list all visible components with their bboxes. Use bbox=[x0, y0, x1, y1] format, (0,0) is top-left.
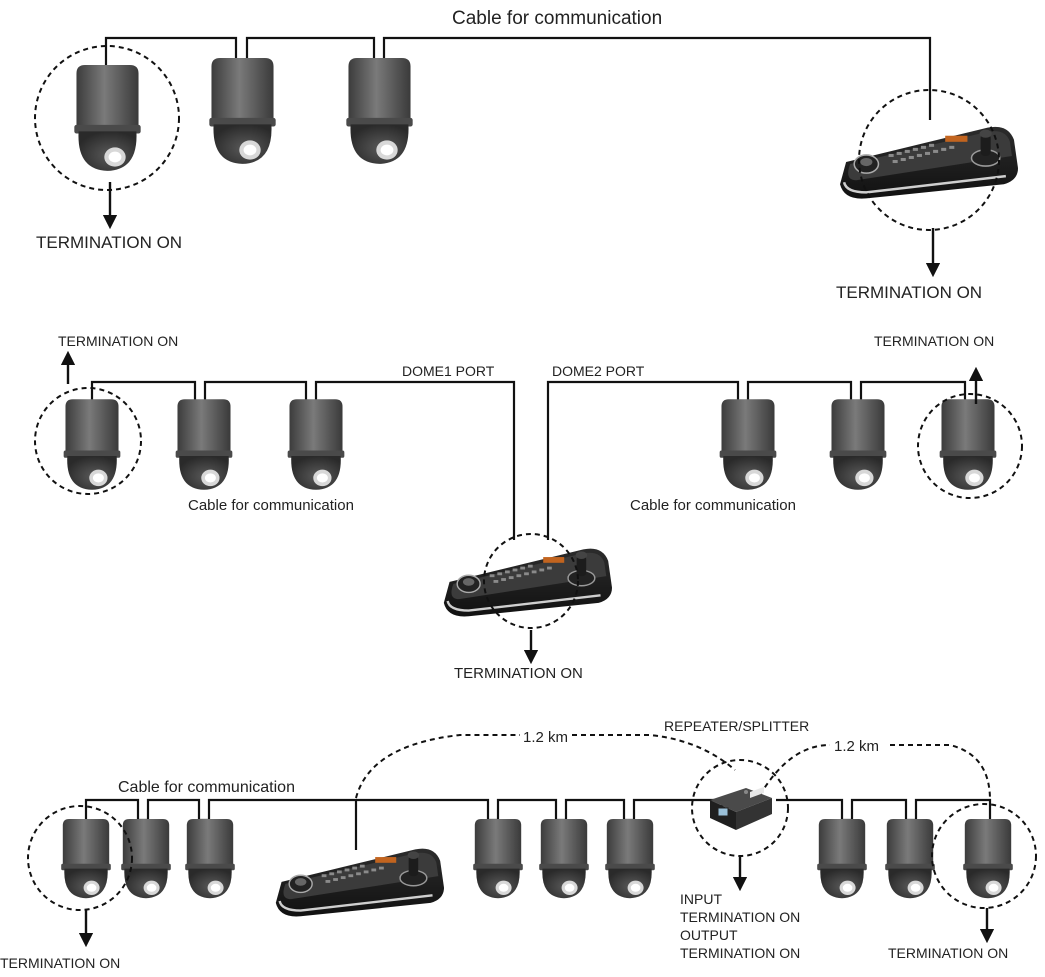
section-3: 1.2 km 1.2 km REPEATER/SPLITTER Cable fo… bbox=[0, 718, 1037, 971]
cable-label: Cable for communication bbox=[118, 779, 295, 796]
dome1-cable bbox=[90, 380, 516, 540]
repeater-note-1: INPUT bbox=[680, 891, 722, 907]
dome-camera-icon bbox=[74, 65, 141, 171]
dome-camera-icon bbox=[209, 58, 276, 164]
distance-label-left: 1.2 km bbox=[523, 729, 568, 746]
distance-arc-right bbox=[759, 744, 991, 801]
distance-label-right: 1.2 km bbox=[834, 738, 879, 755]
repeater-note-2: TERMINATION ON bbox=[680, 909, 800, 925]
repeater-splitter-icon bbox=[709, 786, 773, 831]
dome2-port-label: DOME2 PORT bbox=[552, 363, 645, 379]
termination-label: TERMINATION ON bbox=[454, 665, 583, 682]
termination-label: TERMINATION ON bbox=[0, 955, 120, 971]
controller-keyboard-icon bbox=[838, 125, 1018, 200]
dome-camera-icon bbox=[963, 819, 1013, 899]
termination-label: TERMINATION ON bbox=[888, 945, 1008, 961]
dome-camera-icon bbox=[719, 399, 777, 490]
dome-camera-icon bbox=[473, 819, 523, 899]
repeater-note-4: TERMINATION ON bbox=[680, 945, 800, 961]
termination-label: TERMINATION ON bbox=[36, 233, 182, 252]
dome1-port-label: DOME1 PORT bbox=[402, 363, 495, 379]
termination-label: TERMINATION ON bbox=[874, 333, 994, 349]
dome-camera-icon bbox=[175, 399, 233, 490]
termination-circle bbox=[858, 89, 1000, 231]
dome-camera-icon bbox=[185, 819, 235, 899]
dome-camera-icon bbox=[885, 819, 935, 899]
section-1: Cable for communication TERMINATION ON T… bbox=[34, 8, 1018, 302]
termination-circle bbox=[917, 393, 1023, 499]
cable-to-keyboard bbox=[84, 798, 358, 850]
dome-camera-icon bbox=[829, 399, 887, 490]
cable-label-1: Cable for communication bbox=[452, 8, 662, 29]
termination-label: TERMINATION ON bbox=[58, 333, 178, 349]
cable-to-repeater bbox=[356, 798, 724, 822]
dome-camera-icon bbox=[287, 399, 345, 490]
distance-arc-left bbox=[355, 734, 736, 799]
dome-camera-icon bbox=[939, 399, 997, 490]
dome-camera-icon bbox=[121, 819, 171, 899]
dome-camera-icon bbox=[539, 819, 589, 899]
dome2-cable bbox=[546, 380, 967, 540]
communication-cable-1 bbox=[104, 36, 932, 120]
termination-circle bbox=[931, 803, 1037, 909]
repeater-note-3: OUTPUT bbox=[680, 927, 738, 943]
controller-keyboard-icon bbox=[274, 847, 444, 918]
dome-camera-icon bbox=[63, 399, 121, 490]
dome-camera-icon bbox=[61, 819, 111, 899]
termination-circle bbox=[34, 45, 180, 191]
cable-label-left: Cable for communication bbox=[188, 497, 354, 514]
controller-keyboard-icon bbox=[442, 547, 612, 618]
dome-camera-icon bbox=[605, 819, 655, 899]
dome-camera-icon bbox=[817, 819, 867, 899]
termination-circle bbox=[27, 805, 133, 911]
cable-after-repeater bbox=[776, 798, 992, 822]
section-2: TERMINATION ON DOME1 PORT DOME2 PORT Cab… bbox=[34, 333, 1023, 682]
termination-circle bbox=[483, 533, 579, 629]
termination-circle bbox=[34, 387, 142, 495]
termination-label: TERMINATION ON bbox=[836, 283, 982, 302]
repeater-label: REPEATER/SPLITTER bbox=[664, 718, 809, 734]
cable-label-right: Cable for communication bbox=[630, 497, 796, 514]
dome-camera-icon bbox=[346, 58, 413, 164]
